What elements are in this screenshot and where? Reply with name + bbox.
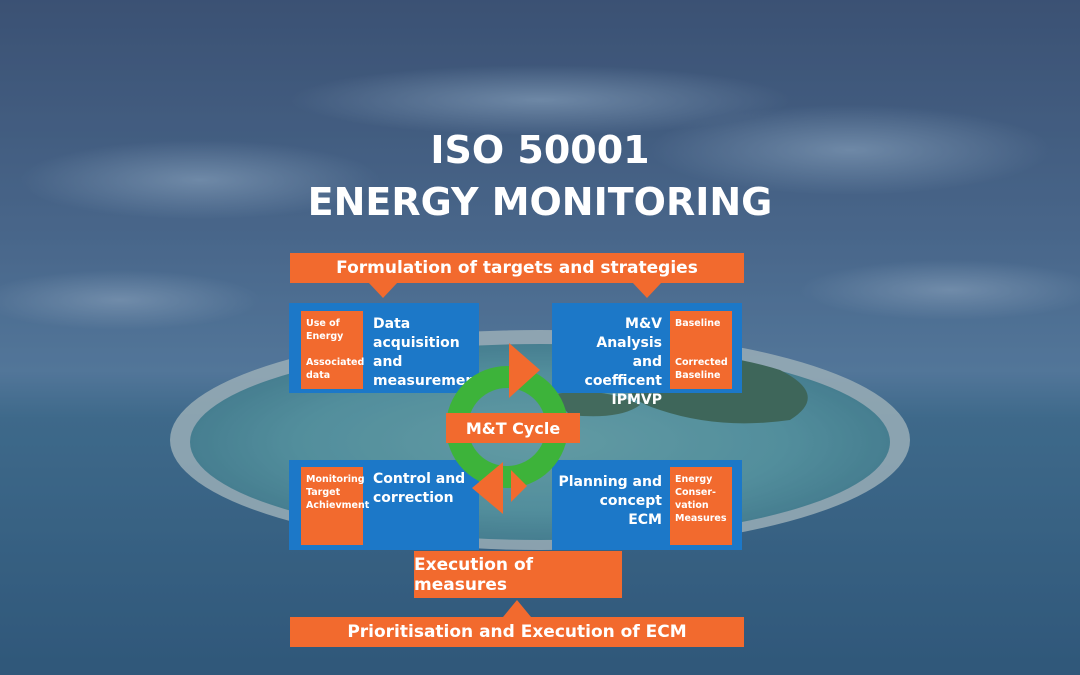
title-line-2: ENERGY MONITORING [307, 180, 773, 224]
label-line: measurement [373, 373, 482, 389]
sub-item: Energy [675, 474, 713, 485]
sub-box-monitoring: Monitoring Target Achievment [301, 467, 369, 545]
label-line: Planning and [558, 474, 662, 490]
sub-item: Monitoring [306, 474, 365, 485]
cycle-arrow-top-icon [509, 343, 540, 398]
cycle-label: M&T Cycle [446, 413, 580, 443]
sub-item: vation [675, 500, 709, 511]
execution-measures-box: Execution of measures [414, 551, 622, 598]
sub-item: data [306, 370, 331, 381]
sub-box-baseline: Baseline Corrected Baseline [670, 311, 732, 389]
title-line-1: ISO 50001 [430, 128, 650, 172]
label-line: ECM [628, 512, 662, 528]
label-line: concept [599, 493, 662, 509]
targets-strategies-bar: Formulation of targets and strategies [290, 253, 744, 283]
prioritisation-bar: Prioritisation and Execution of ECM [290, 617, 744, 647]
label-control-correction: Control and correction [373, 470, 479, 508]
sub-item: Corrected [675, 357, 728, 368]
sub-box-energy-conservation: Energy Conser- vation Measures [670, 467, 732, 545]
label-mv-analysis: M&V Analysis and coefficent IPMVP [556, 315, 662, 410]
label-planning-concept: Planning and concept ECM [556, 473, 662, 530]
label-line: M&V Analysis [596, 316, 662, 351]
label-line: acquisition and [373, 335, 460, 370]
sub-item: Achievment [306, 500, 370, 511]
sub-item: Baseline [675, 318, 721, 329]
label-line: and coefficent [584, 354, 662, 389]
label-line: Data [373, 316, 411, 332]
label-line: IPMVP [611, 392, 663, 408]
sub-item: Energy [306, 331, 344, 342]
sub-box-use-of-energy: Use of Energy Associated data [301, 311, 365, 389]
sub-item: Conser- [675, 487, 716, 498]
sub-item: Use of [306, 318, 340, 329]
sub-item: Measures [675, 513, 727, 524]
pointer-up-icon [503, 600, 531, 617]
label-data-acquisition: Data acquisition and measurement [373, 315, 483, 391]
pointer-down-right-icon [632, 282, 662, 298]
label-line: Control and [373, 471, 466, 487]
pointer-down-left-icon [368, 282, 398, 298]
sub-item: Baseline [675, 370, 721, 381]
label-line: correction [373, 490, 454, 506]
sub-item: Associated [306, 357, 365, 368]
cycle-arrow-right-icon [511, 470, 527, 502]
cycle-arrow-bottom-icon [472, 462, 503, 514]
sub-item: Target [306, 487, 341, 498]
